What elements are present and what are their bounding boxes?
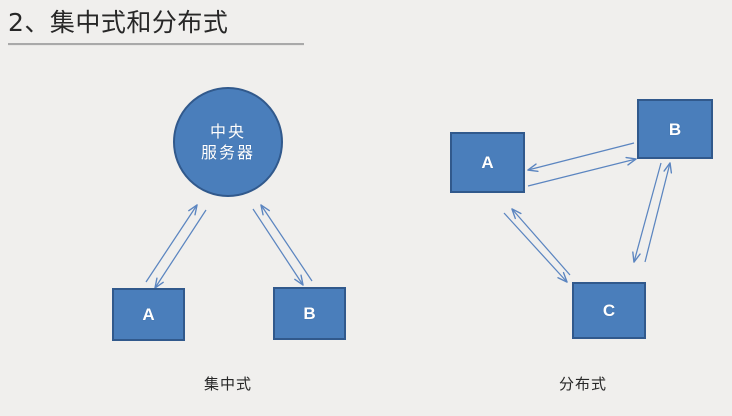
node-right-b[interactable]: B — [637, 99, 713, 159]
caption-distributed: 分布式 — [559, 375, 608, 393]
node-left-a[interactable]: A — [112, 288, 185, 341]
node-left-b-label: B — [303, 304, 316, 323]
node-central-server[interactable]: 中央 服务器 — [173, 87, 283, 197]
title-divider — [8, 43, 304, 46]
node-left-b[interactable]: B — [273, 287, 346, 340]
arrow-pair-central-b — [252, 204, 313, 286]
arrow-pair-a-b — [527, 142, 637, 187]
caption-centralized: 集中式 — [204, 375, 253, 393]
node-right-c-label: C — [602, 301, 616, 320]
node-central-server-line-1: 中央 — [209, 122, 246, 141]
arrow-pair-central-a — [145, 204, 207, 289]
arrow-pair-a-c — [503, 208, 571, 283]
node-right-a-label: A — [481, 153, 494, 172]
arrow-pair-b-c — [632, 162, 673, 263]
node-right-b-label: B — [668, 119, 682, 139]
node-right-a[interactable]: A — [450, 132, 525, 193]
node-left-a-label: A — [142, 305, 155, 324]
page-title: 2、集中式和分布式 — [8, 8, 229, 37]
node-central-server-line-2: 服务器 — [200, 143, 255, 162]
node-right-c[interactable]: C — [572, 282, 646, 339]
